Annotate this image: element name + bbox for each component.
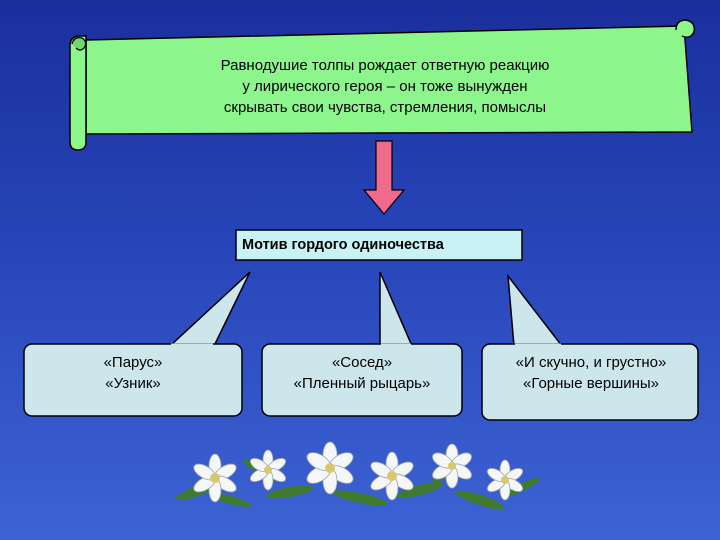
callout-poems-2: «Сосед» «Пленный рыцарь» [262, 352, 462, 394]
poem-title: «Пленный рыцарь» [293, 375, 431, 392]
poem-title: «Парус» [103, 354, 163, 371]
callout-boxes [23, 343, 699, 421]
poem-title: «Сосед» [331, 354, 393, 371]
white-flowers-decoration [175, 441, 541, 510]
callout-poems-3: «И скучно, и грустно» «Горные вершины» [484, 352, 698, 394]
poem-title: «Горные вершины» [522, 375, 660, 392]
scroll-line: скрывать свои чувства, стремления, помыс… [223, 99, 547, 116]
scroll-line: у лирического героя – он тоже вынужден [242, 78, 528, 95]
scroll-line: Равнодушие толпы рождает ответную реакци… [220, 57, 550, 74]
motif-box [235, 229, 523, 261]
down-arrow-icon [362, 140, 406, 215]
scroll-text: Равнодушие толпы рождает ответную реакци… [150, 55, 620, 118]
poem-title: «И скучно, и грустно» [515, 354, 667, 371]
motif-label: Мотив гордого одиночества [242, 237, 444, 253]
callout-pointers [168, 271, 564, 347]
poem-title: «Узник» [105, 375, 161, 392]
scroll-banner [69, 19, 696, 151]
callout-poems-1: «Парус» «Узник» [28, 352, 238, 394]
